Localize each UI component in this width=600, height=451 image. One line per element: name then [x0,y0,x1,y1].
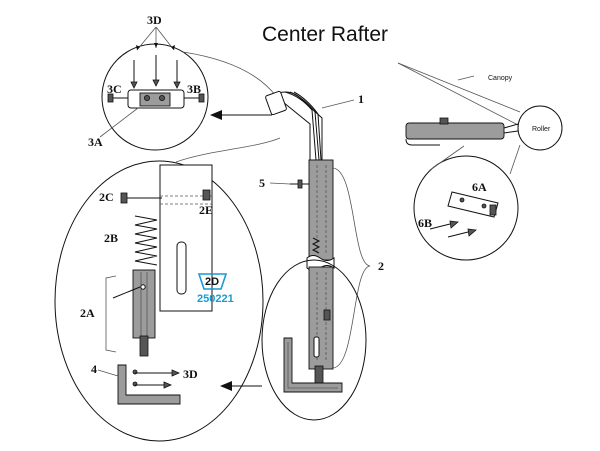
label-3a: 3A [88,135,103,149]
label-2e: 2E [199,203,213,217]
roller-assembly: Roller [405,105,563,151]
center-rafter [265,90,335,389]
label-2a: 2A [80,306,95,320]
part-code-250221: 250221 [197,293,234,305]
arrow-to-detail-3 [210,110,272,120]
label-6a: 6A [472,180,487,194]
label-6b: 6B [418,216,432,230]
connector-curve-top [182,51,277,97]
detail-2-assembly: 2C 2E 2B 2A 4 3D 2D 250221 [54,160,264,442]
label-1: 1 [358,92,364,106]
label-4: 4 [91,362,97,376]
callout-1: 1 [321,92,364,109]
label-2d: 2D [205,276,219,288]
label-3c: 3C [107,82,122,96]
bottom-l-bracket [283,337,343,393]
connector-curve-left [175,137,281,163]
label-3d-top: 3D [147,13,162,27]
label-canopy: Canopy [488,75,513,82]
screw-5: 5 [259,176,309,190]
detail-6-bracket: 6A 6B [413,144,521,261]
part-2d-marker [197,273,228,290]
label-5: 5 [259,176,265,190]
label-2b: 2B [104,231,118,245]
detail-bottom-ellipse [261,259,367,421]
brace-2: 2 [332,167,384,369]
label-3b: 3B [187,82,201,96]
label-2c: 2C [99,190,114,204]
canopy-line: Canopy [397,62,521,127]
detail-3-bracket: 3D 3C 3B 3A [88,13,209,151]
label-roller: Roller [532,126,551,133]
arrow-to-detail-2 [220,381,262,391]
diagram-title: Center Rafter [262,23,388,46]
label-2: 2 [378,259,384,273]
label-3d-bottom: 3D [183,367,198,381]
